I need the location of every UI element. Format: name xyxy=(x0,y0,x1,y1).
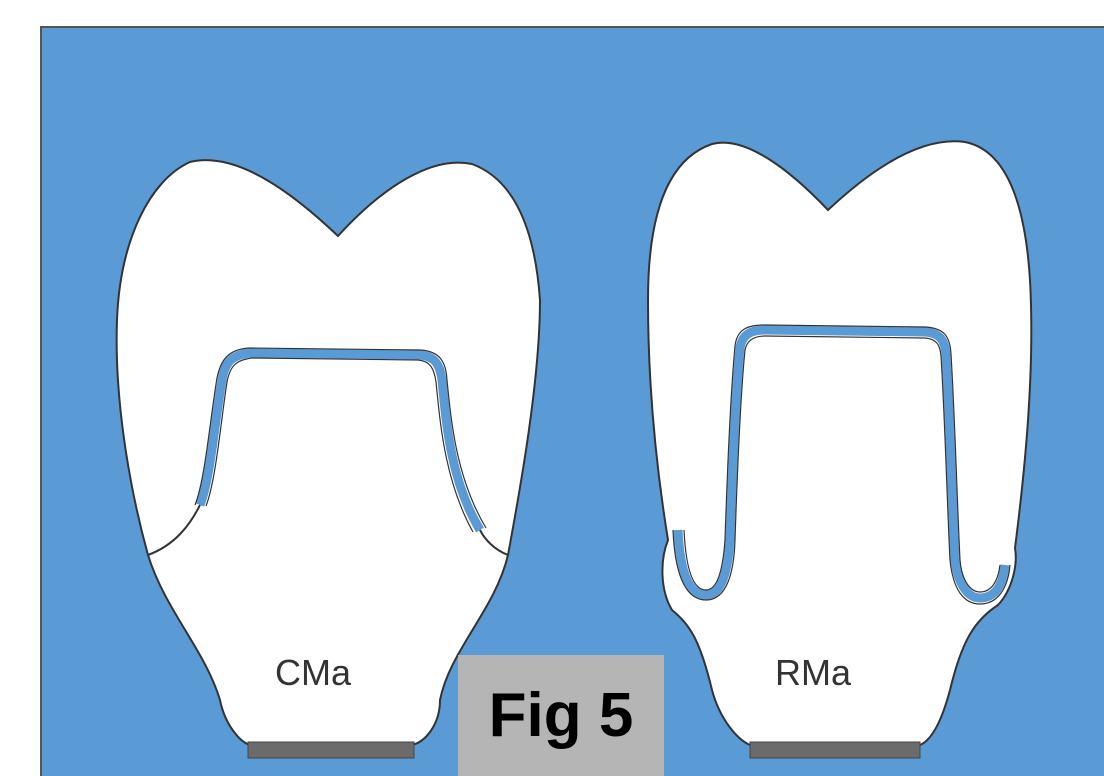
rma-base-plate xyxy=(750,742,920,758)
cma-base-plate xyxy=(248,742,414,758)
cma-label: CMa xyxy=(275,652,351,694)
figure-caption: Fig 5 xyxy=(458,655,664,776)
rma-label: RMa xyxy=(775,652,851,694)
